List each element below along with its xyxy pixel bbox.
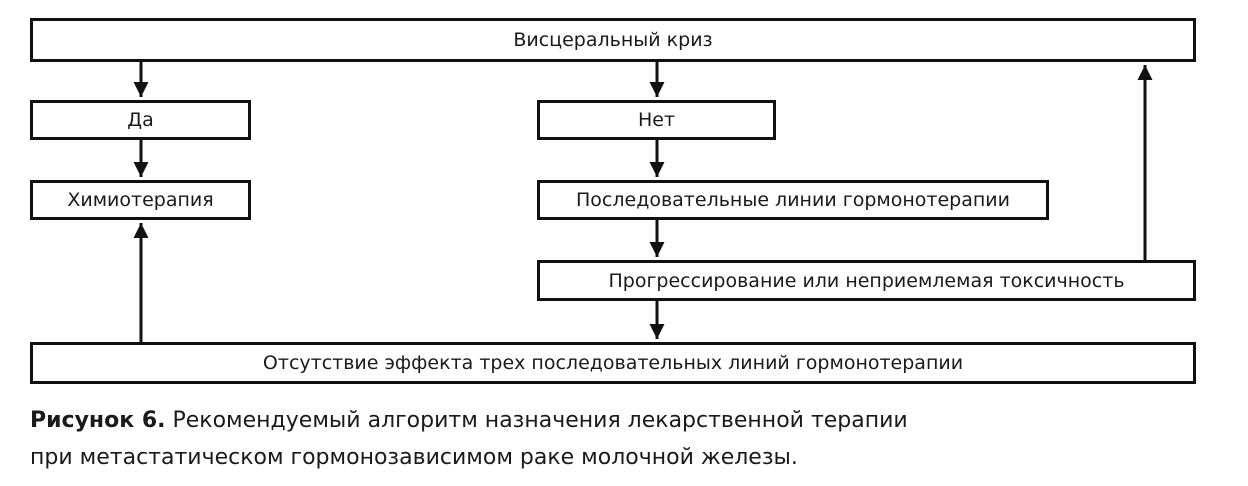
caption-line-1: Рисунок 6. Рекомендуемый алгоритм назнач… xyxy=(30,402,1210,439)
caption-text-line-2: при метастатическом гормонозависимом рак… xyxy=(30,445,798,470)
node-no-effect: Отсутствие эффекта трех последовательных… xyxy=(30,342,1196,384)
node-sequential-hormone-therapy: Последовательные линии гормонотерапии xyxy=(537,180,1049,220)
node-sequential-hormone-therapy-label: Последовательные линии гормонотерапии xyxy=(576,189,1010,211)
node-visceral-crisis: Висцеральный криз xyxy=(30,18,1196,62)
figure-caption: Рисунок 6. Рекомендуемый алгоритм назнач… xyxy=(30,402,1210,476)
node-chemotherapy-label: Химиотерапия xyxy=(67,189,214,211)
node-yes-label: Да xyxy=(127,109,154,131)
node-progression: Прогрессирование или неприемлемая токсич… xyxy=(537,260,1196,301)
node-yes: Да xyxy=(30,100,251,140)
node-no-label: Нет xyxy=(637,109,676,131)
caption-text-line-1: Рекомендуемый алгоритм назначения лекарс… xyxy=(165,408,908,433)
node-visceral-crisis-label: Висцеральный криз xyxy=(513,29,713,51)
node-no: Нет xyxy=(537,100,776,140)
node-chemotherapy: Химиотерапия xyxy=(30,180,251,220)
node-progression-label: Прогрессирование или неприемлемая токсич… xyxy=(608,269,1125,292)
caption-label: Рисунок 6. xyxy=(30,408,166,433)
node-no-effect-label: Отсутствие эффекта трех последовательных… xyxy=(262,352,964,374)
